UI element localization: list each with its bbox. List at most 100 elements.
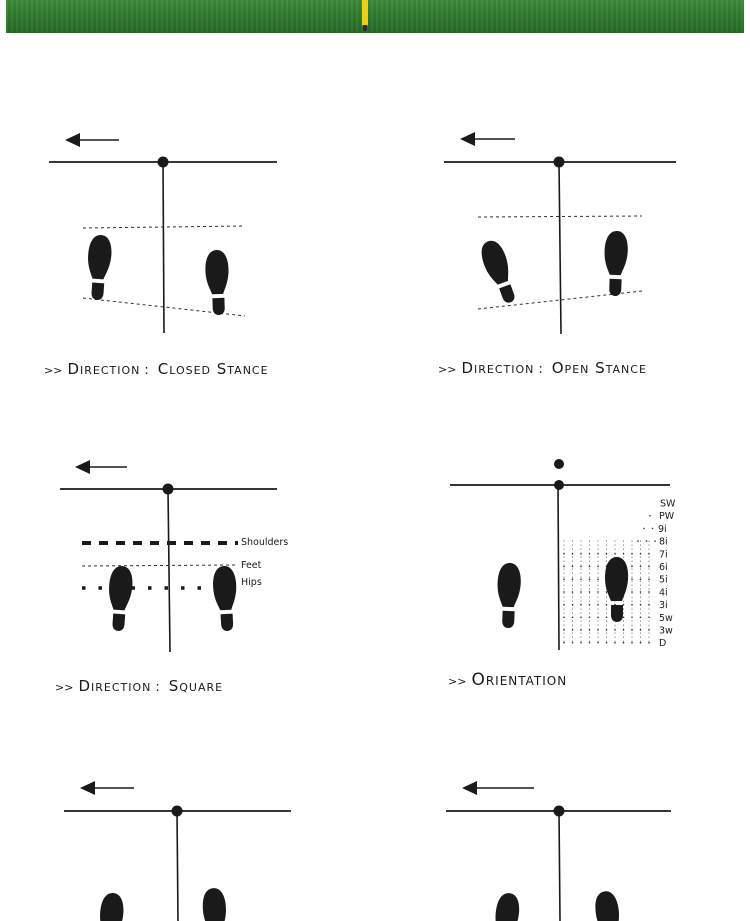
ball-line: [167, 488, 171, 653]
club-dot: [572, 604, 573, 606]
club-label: 4i: [659, 587, 668, 598]
club-dot: [563, 591, 565, 593]
club-dot: [580, 616, 582, 618]
caption-value: Closed Stance: [157, 360, 269, 378]
club-dot: [606, 640, 607, 642]
club-dot: [580, 596, 582, 598]
club-dot: [580, 628, 582, 630]
club-dot: [563, 604, 565, 606]
club-dot: [589, 564, 590, 566]
panel-bottom-right: [446, 781, 671, 921]
club-dot: [572, 584, 573, 586]
club-dot: [580, 580, 582, 582]
club-dot: [597, 556, 599, 558]
club-dot: [597, 636, 599, 638]
club-dot: [623, 620, 624, 622]
club-dot: [571, 565, 574, 568]
club-dot: [648, 578, 650, 580]
club-dot: [571, 553, 574, 555]
club-dot: [614, 540, 616, 542]
right-footprint-icon: [592, 889, 625, 921]
club-dot: [639, 578, 642, 580]
club-dot: [597, 560, 599, 562]
club-dot: [597, 572, 599, 574]
left-footprint-icon: [496, 562, 522, 629]
caption-label: Direction: [461, 359, 535, 377]
club-dot: [588, 553, 591, 555]
panel-square: Shoulders Feet Hips: [60, 460, 288, 653]
club-dot: [614, 552, 616, 554]
club-dot: [589, 560, 590, 562]
club-dot: [631, 616, 633, 618]
right-footprint-icon: [204, 249, 231, 316]
club-dot: [606, 628, 607, 630]
club-dot: [648, 584, 650, 586]
club-dot: [631, 544, 633, 546]
club-dot: [614, 636, 616, 638]
club-dot: [648, 568, 650, 570]
club-dot: [606, 624, 607, 626]
club-dot: [580, 620, 582, 622]
club-dot: [631, 584, 633, 586]
club-dot: [580, 565, 582, 568]
club-dot: [631, 600, 633, 602]
ball-line: [558, 810, 561, 921]
club-dot: [597, 578, 599, 580]
club-dot: [572, 588, 573, 590]
club-label: 3w: [659, 626, 673, 637]
club-dot: [648, 628, 650, 630]
caption-value: Square: [168, 677, 224, 695]
club-dot: [648, 548, 650, 550]
club-dot: [623, 552, 624, 554]
club-dot: [572, 616, 573, 618]
club-dot: [640, 568, 641, 570]
club-dot: [580, 632, 582, 634]
club-dot: [614, 624, 616, 626]
club-dot: [597, 600, 599, 602]
club-dot: [597, 596, 599, 598]
club-dot: [580, 624, 582, 626]
club-dot: [563, 572, 565, 574]
club-label: D: [659, 638, 666, 649]
club-dot: [580, 591, 582, 593]
club-dot: [645, 540, 648, 542]
club-dot: [563, 596, 565, 598]
club-dot: [648, 624, 650, 626]
panel-closed-stance: [49, 133, 277, 334]
club-dot: [563, 564, 565, 566]
club-dot: [597, 564, 599, 566]
club-dot: [589, 600, 590, 602]
club-dot: [597, 612, 599, 614]
club-dot: [631, 641, 633, 644]
club-dot: [597, 620, 599, 622]
club-dot: [597, 576, 599, 578]
club-dot: [597, 580, 599, 582]
club-dot: [588, 578, 591, 580]
club-dot: [580, 564, 582, 566]
club-dot: [563, 620, 565, 622]
club-dot: [597, 584, 599, 586]
club-dot: [640, 636, 641, 638]
club-dot: [580, 556, 582, 558]
club-dot: [597, 632, 599, 634]
club-dot: [589, 556, 590, 558]
ball-line: [557, 484, 560, 651]
club-dot: [654, 540, 656, 542]
ball-line: [176, 810, 179, 921]
club-label: 6i: [659, 562, 668, 573]
club-dot: [563, 612, 565, 614]
club-dot: [588, 591, 591, 593]
panel-open-stance: [444, 132, 676, 335]
club-dot: [648, 620, 650, 622]
club-dot: [597, 553, 599, 555]
club-dot: [640, 576, 641, 578]
club-dot: [614, 632, 616, 634]
club-dot: [648, 640, 650, 642]
club-dot: [623, 608, 624, 610]
club-dot: [580, 568, 582, 570]
club-dot: [623, 612, 624, 614]
club-dot: [631, 576, 633, 578]
club-dot: [580, 612, 582, 614]
club-dot: [648, 608, 650, 610]
club-dot: [589, 552, 590, 554]
